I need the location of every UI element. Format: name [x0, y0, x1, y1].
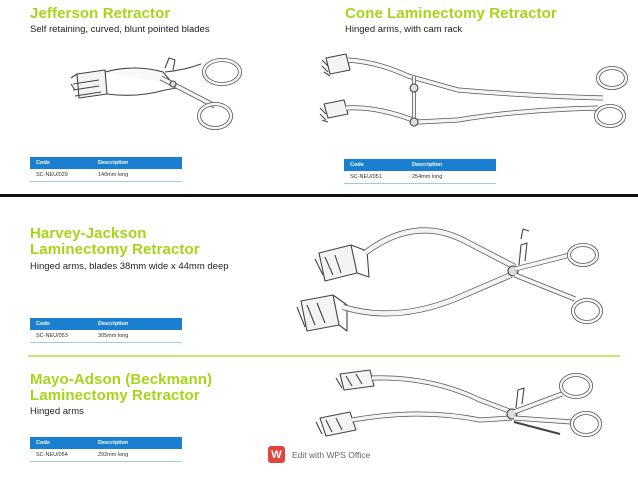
product-code: SC-NEU/051: [344, 171, 406, 184]
wps-edit-watermark[interactable]: W Edit with WPS Office: [268, 446, 370, 463]
description-header: Description: [92, 157, 182, 169]
product-title-mayo-adson-line2: Laminectomy Retractor: [30, 387, 200, 404]
product-subtitle-mayo-adson: Hinged arms: [30, 406, 84, 417]
product-title-harvey-jackson-line1: Harvey-Jackson: [30, 225, 147, 242]
table-header-row: Code Description: [344, 159, 496, 171]
section-divider: [0, 194, 638, 197]
product-title-cone: Cone Laminectomy Retractor: [345, 5, 557, 22]
table-header-row: Code Description: [30, 437, 182, 449]
harvey-jackson-retractor-illustration: [296, 227, 603, 332]
product-code-table-mayo-adson: Code Description SC-NEU/054 292mm long: [30, 437, 182, 462]
code-header: Code: [30, 437, 92, 449]
product-code: SC-NEU/029: [30, 169, 92, 182]
description-header: Description: [92, 318, 182, 330]
code-header: Code: [30, 318, 92, 330]
product-code: SC-NEU/054: [30, 449, 92, 462]
jefferson-retractor-illustration: [70, 57, 242, 130]
wps-logo-icon: W: [268, 446, 285, 463]
table-header-row: Code Description: [30, 157, 182, 169]
table-header-row: Code Description: [30, 318, 182, 330]
product-code-table-harvey-jackson: Code Description SC-NEU/053 305mm long: [30, 318, 182, 343]
mayo-adson-retractor-illustration: [315, 369, 602, 437]
wps-edit-label: Edit with WPS Office: [292, 449, 371, 460]
section-divider-green: [28, 355, 620, 357]
table-row: SC-NEU/053 305mm long: [30, 330, 182, 343]
product-code: SC-NEU/053: [30, 330, 92, 343]
code-header: Code: [344, 159, 406, 171]
product-code-table-cone: Code Description SC-NEU/051 254mm long: [344, 159, 496, 184]
product-description: 305mm long: [92, 330, 182, 343]
product-subtitle-harvey-jackson: Hinged arms, blades 38mm wide x 44mm dee…: [30, 261, 229, 272]
product-description: 292mm long: [92, 449, 182, 462]
product-title-mayo-adson-line1: Mayo-Adson (Beckmann): [30, 371, 213, 388]
product-code-table-jefferson: Code Description SC-NEU/029 140mm long: [30, 157, 182, 182]
table-row: SC-NEU/054 292mm long: [30, 449, 182, 462]
code-header: Code: [30, 157, 92, 169]
product-subtitle-jefferson: Self retaining, curved, blunt pointed bl…: [30, 24, 210, 35]
product-title-jefferson: Jefferson Retractor: [30, 5, 171, 22]
product-title-harvey-jackson-line2: Laminectomy Retractor: [30, 241, 200, 258]
product-subtitle-cone: Hinged arms, with cam rack: [345, 24, 463, 35]
table-row: SC-NEU/051 254mm long: [344, 171, 496, 184]
table-row: SC-NEU/029 140mm long: [30, 169, 182, 182]
description-header: Description: [92, 437, 182, 449]
product-description: 254mm long: [406, 171, 496, 184]
product-description: 140mm long: [92, 169, 182, 182]
cone-retractor-illustration: [319, 53, 628, 128]
description-header: Description: [406, 159, 496, 171]
